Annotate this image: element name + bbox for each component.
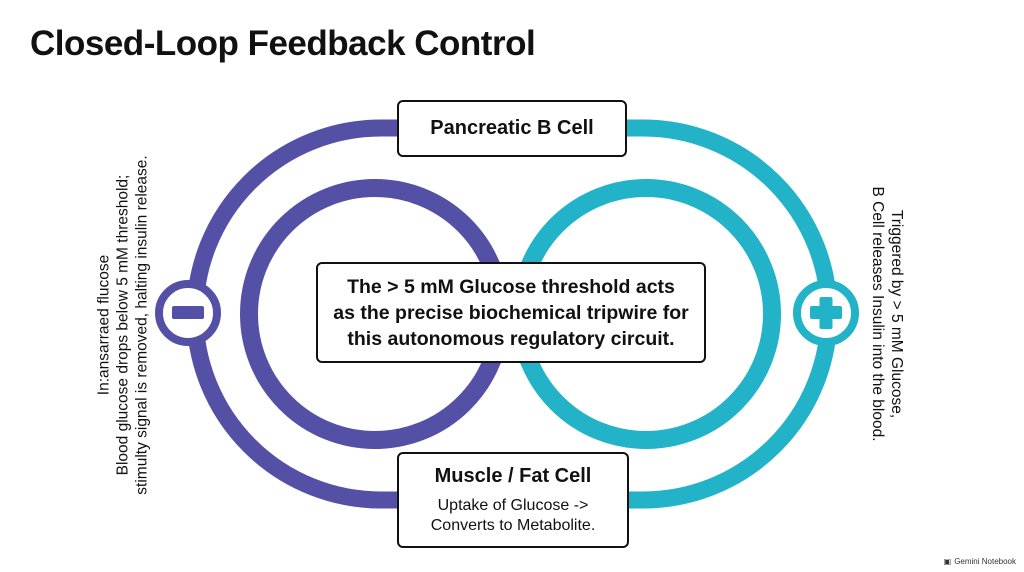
annotation-line: Triggered by > 5 mM Glucose, xyxy=(888,209,905,419)
pancreatic-cell-box: Pancreatic B Cell xyxy=(397,100,627,157)
negative-feedback-annotation: In:ansarraed flucose Blood glucose drops… xyxy=(95,155,152,494)
muscle-fat-cell-description: Converts to Metabolite. xyxy=(430,516,596,534)
notebook-icon: ▣ xyxy=(943,557,952,566)
threshold-statement-line: as the precise biochemical tripwire for xyxy=(333,301,689,324)
muscle-fat-cell-description: Uptake of Glucose -> xyxy=(437,496,589,514)
threshold-statement-line: The > 5 mM Glucose threshold acts xyxy=(347,275,675,298)
muscle-fat-cell-box: Muscle / Fat Cell Uptake of Glucose -> C… xyxy=(397,452,629,548)
annotation-line: In:ansarraed flucose xyxy=(95,254,113,396)
page-title: Closed-Loop Feedback Control xyxy=(30,24,536,63)
plus-icon xyxy=(793,280,859,346)
muscle-fat-cell-title: Muscle / Fat Cell xyxy=(434,464,592,487)
watermark-label: Gemini Notebook xyxy=(954,557,1016,566)
threshold-statement-line: this autonomous regulatory circuit. xyxy=(347,327,675,350)
watermark: ▣ Gemini Notebook xyxy=(944,557,1016,566)
minus-icon xyxy=(155,280,221,346)
annotation-line: Blood glucose drops below 5 mM threshold… xyxy=(114,174,132,476)
annotation-line: B Cell releases Insulin into the blood. xyxy=(869,186,886,442)
annotation-line: stimulty signal is removed, halting insu… xyxy=(133,155,151,495)
pancreatic-cell-label: Pancreatic B Cell xyxy=(430,117,594,139)
threshold-statement-box: The > 5 mM Glucose threshold acts as the… xyxy=(316,262,706,363)
positive-feedback-annotation: Triggered by > 5 mM Glucose, B Cell rele… xyxy=(868,186,906,441)
